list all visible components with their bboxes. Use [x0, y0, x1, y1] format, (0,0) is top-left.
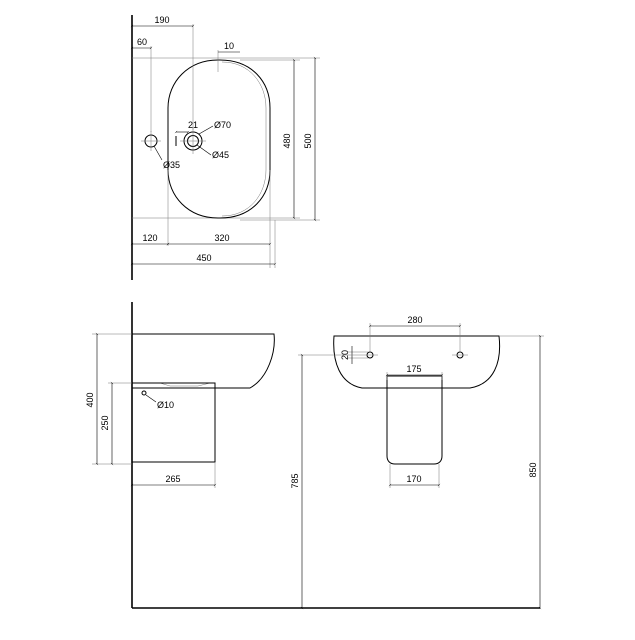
dim-60: 60 [137, 37, 147, 47]
pedestal-front [386, 375, 443, 465]
dim-250: 250 [100, 415, 110, 430]
leader-o10 [145, 394, 157, 403]
basin-front-outline [333, 335, 501, 389]
dim-850: 850 [528, 462, 538, 477]
leader-o70 [198, 125, 214, 135]
top-view: 190 60 10 21 Ø70 Ø45 Ø35 480 500 [130, 15, 320, 280]
basin-side-profile [132, 333, 275, 389]
dim-265: 265 [165, 474, 180, 484]
front-view: 280 20 175 170 785 850 [290, 315, 544, 610]
side-view: Ø10 400 250 265 [85, 302, 540, 609]
dim-10: 10 [224, 41, 234, 51]
dim-450: 450 [196, 253, 211, 263]
bowl-inner-rim [221, 61, 267, 217]
dim-175: 175 [406, 364, 421, 374]
leader-o45 [196, 144, 212, 156]
dim-480: 480 [282, 133, 292, 148]
dim-o35: Ø35 [163, 160, 180, 170]
dim-400: 400 [85, 392, 95, 407]
dim-21: 21 [188, 120, 198, 130]
dim-170: 170 [406, 474, 421, 484]
pedestal-side [132, 382, 216, 463]
dim-785: 785 [290, 473, 300, 488]
bowl-outline [167, 59, 271, 219]
leader-o35 [153, 145, 163, 161]
dim-o45: Ø45 [212, 150, 229, 160]
dim-280: 280 [407, 315, 422, 325]
dim-120: 120 [142, 233, 157, 243]
dim-320: 320 [214, 233, 229, 243]
dim-o70: Ø70 [214, 120, 231, 130]
dim-500: 500 [303, 133, 313, 148]
dim-190: 190 [154, 15, 169, 25]
basin-underside-detail [159, 382, 211, 387]
fixing-bolt [141, 390, 147, 396]
dim-o10: Ø10 [157, 400, 174, 410]
